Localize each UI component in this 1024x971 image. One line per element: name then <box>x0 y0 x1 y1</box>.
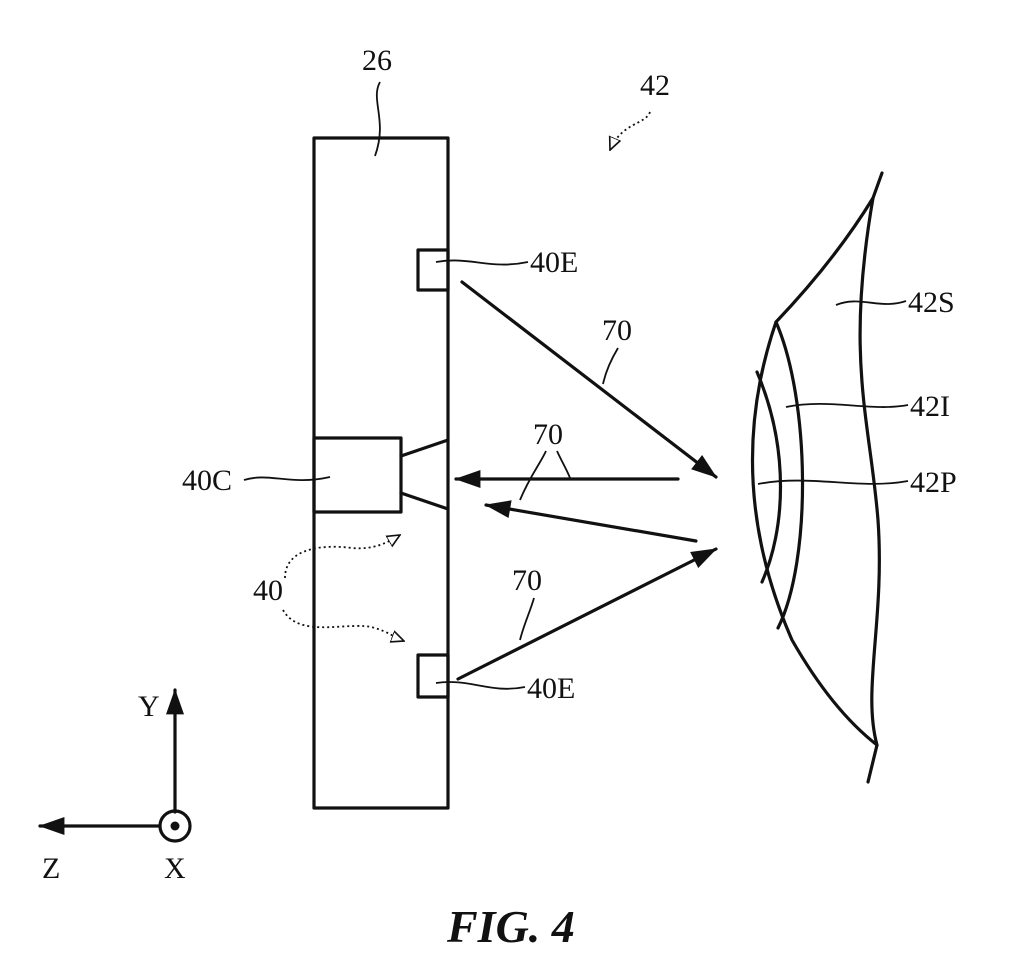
axis-label-y: Y <box>138 690 160 723</box>
emitter-top <box>416 248 450 292</box>
device-body <box>312 136 450 810</box>
leader-40E-top <box>435 259 529 266</box>
label-42I: 42I <box>910 390 950 423</box>
label-40E-bottom: 40E <box>527 672 575 705</box>
emitter-bottom <box>416 653 450 699</box>
x-axis-out-of-page <box>158 809 192 843</box>
pupil-outline <box>755 370 783 584</box>
label-40: 40 <box>253 574 283 607</box>
leader-40C <box>243 476 331 482</box>
pointer-40-lower <box>282 609 404 641</box>
sclera-boundary <box>858 196 881 747</box>
ray-emitter-to-eye <box>460 280 718 479</box>
ray-eye-to-camera-lower <box>484 500 698 543</box>
label-42P: 42P <box>910 466 957 499</box>
label-70-top: 70 <box>602 314 632 347</box>
iris-outline <box>774 320 805 630</box>
label-40C: 40C <box>182 464 232 497</box>
leader-26 <box>374 81 381 157</box>
leader-40E-bottom <box>435 681 526 690</box>
figure-caption: FIG. 4 <box>446 901 575 952</box>
eye-sclera <box>750 171 884 784</box>
label-70-middle: 70 <box>533 418 563 451</box>
label-42: 42 <box>640 69 670 102</box>
ray-emitter-bottom-to-eye <box>456 547 718 681</box>
label-42S: 42S <box>908 286 955 319</box>
label-26: 26 <box>362 44 392 77</box>
x-axis-dot <box>170 821 180 831</box>
leader-70-bottom <box>519 597 535 641</box>
axis-label-z: Z <box>42 852 60 885</box>
camera-lens <box>399 438 450 511</box>
leader-42I <box>785 402 909 408</box>
leader-70-top <box>602 347 619 385</box>
leader-42P <box>757 479 909 485</box>
axis-label-x: X <box>164 852 186 885</box>
leader-70-middle <box>519 450 571 501</box>
leader-42S <box>835 300 907 306</box>
pointer-40-upper <box>284 535 400 579</box>
pointer-42 <box>610 111 651 150</box>
camera <box>312 436 403 514</box>
label-40E-top: 40E <box>530 246 578 279</box>
label-70-bottom: 70 <box>512 564 542 597</box>
